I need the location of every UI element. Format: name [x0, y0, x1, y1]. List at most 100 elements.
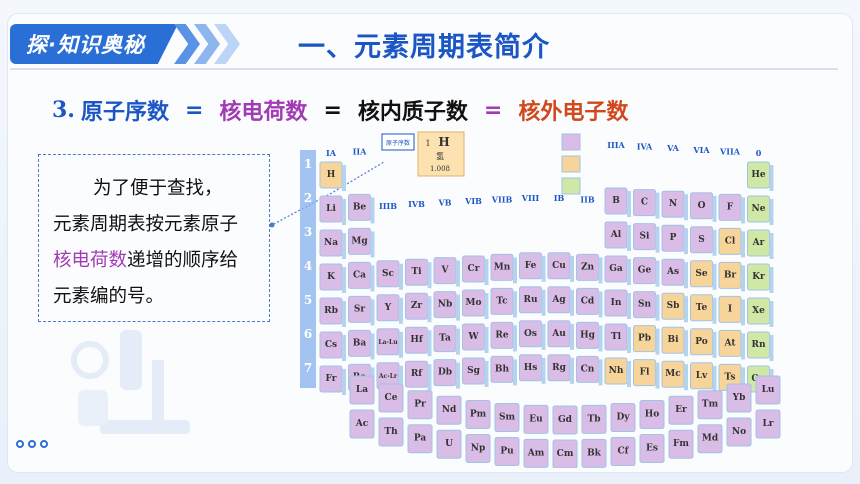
group-label: IB [554, 193, 565, 203]
element-cell-side [427, 364, 432, 391]
element-cell-side [627, 191, 631, 217]
legend-swatch [561, 133, 581, 151]
element-cell-side [342, 335, 346, 361]
element-cell-side [456, 294, 460, 321]
group-label: VIII [521, 193, 540, 203]
element-cell-side [541, 357, 546, 384]
element-symbol: F [727, 202, 734, 212]
element-symbol: Fe [525, 261, 537, 271]
element-symbol: Mg [351, 236, 368, 246]
period-column [300, 150, 316, 388]
element-cell-side [484, 327, 489, 353]
element-symbol: Rg [552, 363, 566, 373]
lanthanide-symbol: Tb [588, 414, 601, 424]
element-symbol: N [669, 199, 677, 209]
lanthanide-cell [465, 399, 491, 429]
callout-line-2: 元素周期表按元素原子 [53, 214, 239, 235]
element-symbol: Pb [638, 334, 651, 344]
actinide-symbol: No [732, 427, 746, 437]
actinide-cell [349, 409, 375, 439]
element-symbol: Br [724, 270, 737, 280]
element-symbol: Sc [382, 269, 394, 279]
legend-mass: 1.008 [430, 165, 450, 173]
element-symbol: As [666, 267, 679, 277]
element-symbol: Te [696, 303, 708, 313]
legend-swatch [561, 177, 581, 195]
element-symbol: Au [551, 329, 566, 339]
element-symbol: Rf [411, 369, 423, 379]
section-tag: 探·知识奥秘 [10, 24, 178, 64]
actinide-symbol: Am [527, 448, 545, 458]
element-cell-side [769, 165, 774, 191]
lanthanide-symbol: Pm [470, 409, 487, 419]
actinide-cell [523, 438, 549, 468]
element-cell-side [427, 330, 432, 357]
element-symbol: Cr [468, 264, 480, 274]
element-symbol: Kr [752, 272, 765, 282]
element-symbol: Ba [353, 338, 367, 348]
element-symbol: C [641, 198, 648, 208]
legend-label-box [381, 133, 415, 151]
lanthanide-cell [668, 395, 694, 425]
element-cell-side [370, 197, 375, 224]
lanthanide-symbol: Eu [529, 414, 543, 424]
lanthanide-symbol: Ho [645, 409, 660, 419]
element-cell-side [484, 259, 489, 285]
element-symbol: Ti [411, 267, 422, 277]
slide-title: 一、元素周期表简介 [298, 31, 550, 63]
element-symbol: Cn [581, 364, 595, 374]
element-cell-side [513, 257, 517, 284]
element-symbol: Zn [581, 262, 595, 272]
element-cell-side [456, 362, 460, 389]
element-symbol: Nh [609, 366, 624, 376]
chevron-arrows-icon [174, 24, 240, 64]
legend-swatch [561, 155, 581, 173]
group-label: IA [326, 148, 337, 158]
element-cell-side [741, 299, 745, 326]
element-cell-side [684, 330, 688, 357]
element-cell-side [741, 367, 745, 394]
element-cell-side [769, 301, 774, 327]
formula-term-electrons: 核外电子数 [518, 100, 629, 125]
actinide-symbol: Th [384, 427, 398, 437]
actinide-symbol: Np [471, 443, 486, 453]
element-symbol: B [612, 196, 620, 206]
lanthanide-cell [523, 404, 549, 434]
lanthanide-cell [610, 403, 636, 433]
lanthanide-cell [552, 405, 578, 435]
element-cell-side [769, 199, 774, 225]
element-cell-side [741, 265, 745, 292]
element-cell-side [342, 369, 346, 395]
lanthanide-cell [494, 403, 520, 433]
lanthanide-symbol: La [356, 385, 368, 395]
element-symbol: Ts [725, 372, 736, 382]
element-symbol: Sb [667, 301, 680, 311]
formula-number: 3. [52, 97, 75, 123]
callout-line-4: 元素编的号。 [53, 286, 165, 307]
actinide-symbol: Md [702, 434, 719, 444]
element-cell-side [655, 192, 660, 219]
element-symbol: Sg [467, 366, 480, 376]
element-symbol: H [327, 170, 336, 180]
legend-label: 原子序数 [386, 139, 410, 147]
group-label: IIA [353, 146, 367, 156]
element-cell-side [370, 231, 375, 258]
actinide-cell [726, 417, 752, 447]
formula-term-protons: 核内质子数 [357, 100, 468, 125]
lanthanide-cell [726, 383, 752, 413]
actinide-symbol: Cm [557, 449, 574, 459]
actinide-symbol: Pu [500, 447, 514, 457]
period-number: 3 [304, 225, 312, 239]
element-symbol: Cu [552, 261, 566, 271]
element-symbol: S [698, 235, 705, 245]
element-cell-side [541, 323, 546, 350]
element-symbol: Hs [524, 363, 538, 373]
element-symbol: I [728, 304, 732, 314]
element-cell-side [655, 362, 660, 389]
lanthanide-cell [581, 404, 607, 434]
formula-equals-3: = [483, 97, 503, 123]
element-symbol: Bh [495, 364, 510, 374]
group-label: IIIA [607, 140, 625, 150]
